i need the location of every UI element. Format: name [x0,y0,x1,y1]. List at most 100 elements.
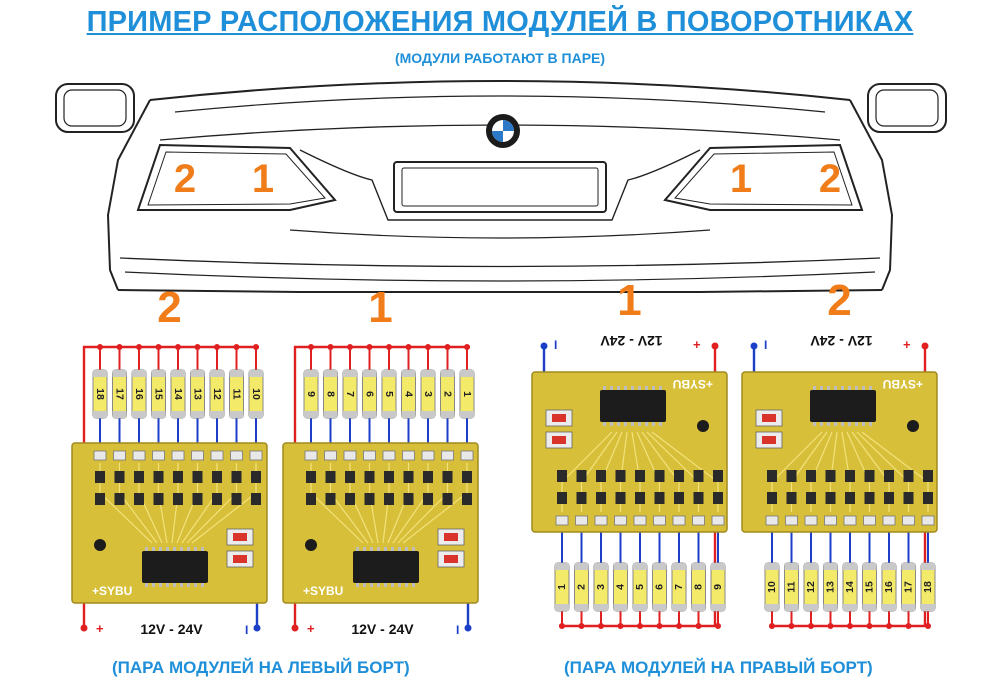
chip-pin [201,583,204,587]
caption-left-side: (ПАРА МОДУЛЕЙ НА ЛЕВЫЙ БОРТ) [112,658,410,677]
lamp-cap [633,604,647,611]
plus-label: + [96,621,104,636]
connector-pad [230,450,243,461]
chip-pin [384,547,387,551]
lamp-cap [304,370,318,377]
capacitor [907,420,919,432]
lamp-cap [843,604,857,611]
lamp-number: 2 [575,584,587,590]
chip-pin [180,583,183,587]
connector-pad [843,515,857,526]
lamp-cap [882,563,896,570]
left-lamp-number-inner: 1 [252,157,274,201]
transistor [95,493,105,505]
module-number: 2 [157,283,181,332]
lamp-cap [343,370,357,377]
lamp-cap [711,604,725,611]
lamp-cap [362,411,377,418]
chip-pin [848,422,851,426]
lamp-number: 15 [863,581,875,593]
chip-pin [869,386,872,390]
lamp-cap [112,411,127,418]
right-lamp-number-inner: 1 [730,157,752,201]
chip-pin [652,386,655,390]
transistor [153,493,164,505]
connector-pad [304,450,318,461]
transistor [767,492,777,504]
lamp-cap [132,411,146,418]
chip-pin [398,583,401,587]
connector-pad [171,450,185,461]
transistor [212,493,222,505]
lamp-cap [421,370,435,377]
minus-label: I [764,338,767,352]
connector-pad [882,515,896,526]
chip-pin [194,583,197,587]
transistor [864,492,875,504]
page-title: ПРИМЕР РАСПОЛОЖЕНИЯ МОДУЛЕЙ В ПОВОРОТНИК… [86,6,914,38]
lamp-cap [633,563,647,570]
chip-pin [370,547,373,551]
lamp-number: 11 [785,581,797,592]
lamp-number: 18 [94,388,106,400]
lamp-cap [362,370,377,377]
module-number: 1 [617,276,641,325]
lamp-cap [765,563,779,570]
transistor [134,471,144,483]
connector-pad [324,450,337,461]
lamp-cap [784,604,799,611]
lamp-number: 9 [305,391,317,397]
lamp-cap [901,604,916,611]
lamp-cap [843,563,857,570]
transistor [576,470,587,482]
lamp-cap [93,370,107,377]
chip-pin [869,422,872,426]
transistor [884,492,894,504]
transistor [251,471,261,483]
caption-right-side: (ПАРА МОДУЛЕЙ НА ПРАВЫЙ БОРТ) [564,658,873,677]
transistor [403,493,414,505]
chip-pin [412,547,415,551]
connector-pad [441,450,454,461]
lamp-cap [672,563,686,570]
transistor [462,471,472,483]
minus-label: I [245,623,248,637]
lamp-cap [382,411,396,418]
chip-pin [610,386,613,390]
connector-pad [132,450,146,461]
chip-pin [638,386,641,390]
lamp-number: 5 [383,391,395,397]
voltage-label: 12V - 24V [810,333,873,349]
connector-pad [249,450,263,461]
lamp-number: 10 [250,388,262,400]
lamp-cap [382,370,396,377]
chip-pin [377,583,380,587]
lamp-cap [672,604,686,611]
module-number: 1 [368,283,392,332]
transistor [825,492,836,504]
chip-pin [159,547,162,551]
connector-pad [692,515,705,526]
lamp-cap [401,370,416,377]
transistor [596,470,606,482]
connector-pad [633,515,647,526]
lamp-cap [401,411,416,418]
chip-pin [631,422,634,426]
connector-pad [152,450,165,461]
transistor [923,492,933,504]
connector-pad [210,450,224,461]
push-button-cap [552,414,566,422]
chip-pin [659,422,662,426]
board-silkscreen-label: +SYBU [303,584,343,598]
transistor [786,470,797,482]
transistor [615,492,626,504]
transistor [845,492,855,504]
connector-pad [921,515,935,526]
lamp-number: 5 [634,584,646,590]
connector-pad [765,515,779,526]
lamp-cap [93,411,107,418]
chip-pin [855,386,858,390]
lamp-cap [304,411,318,418]
chip-pin [855,422,858,426]
